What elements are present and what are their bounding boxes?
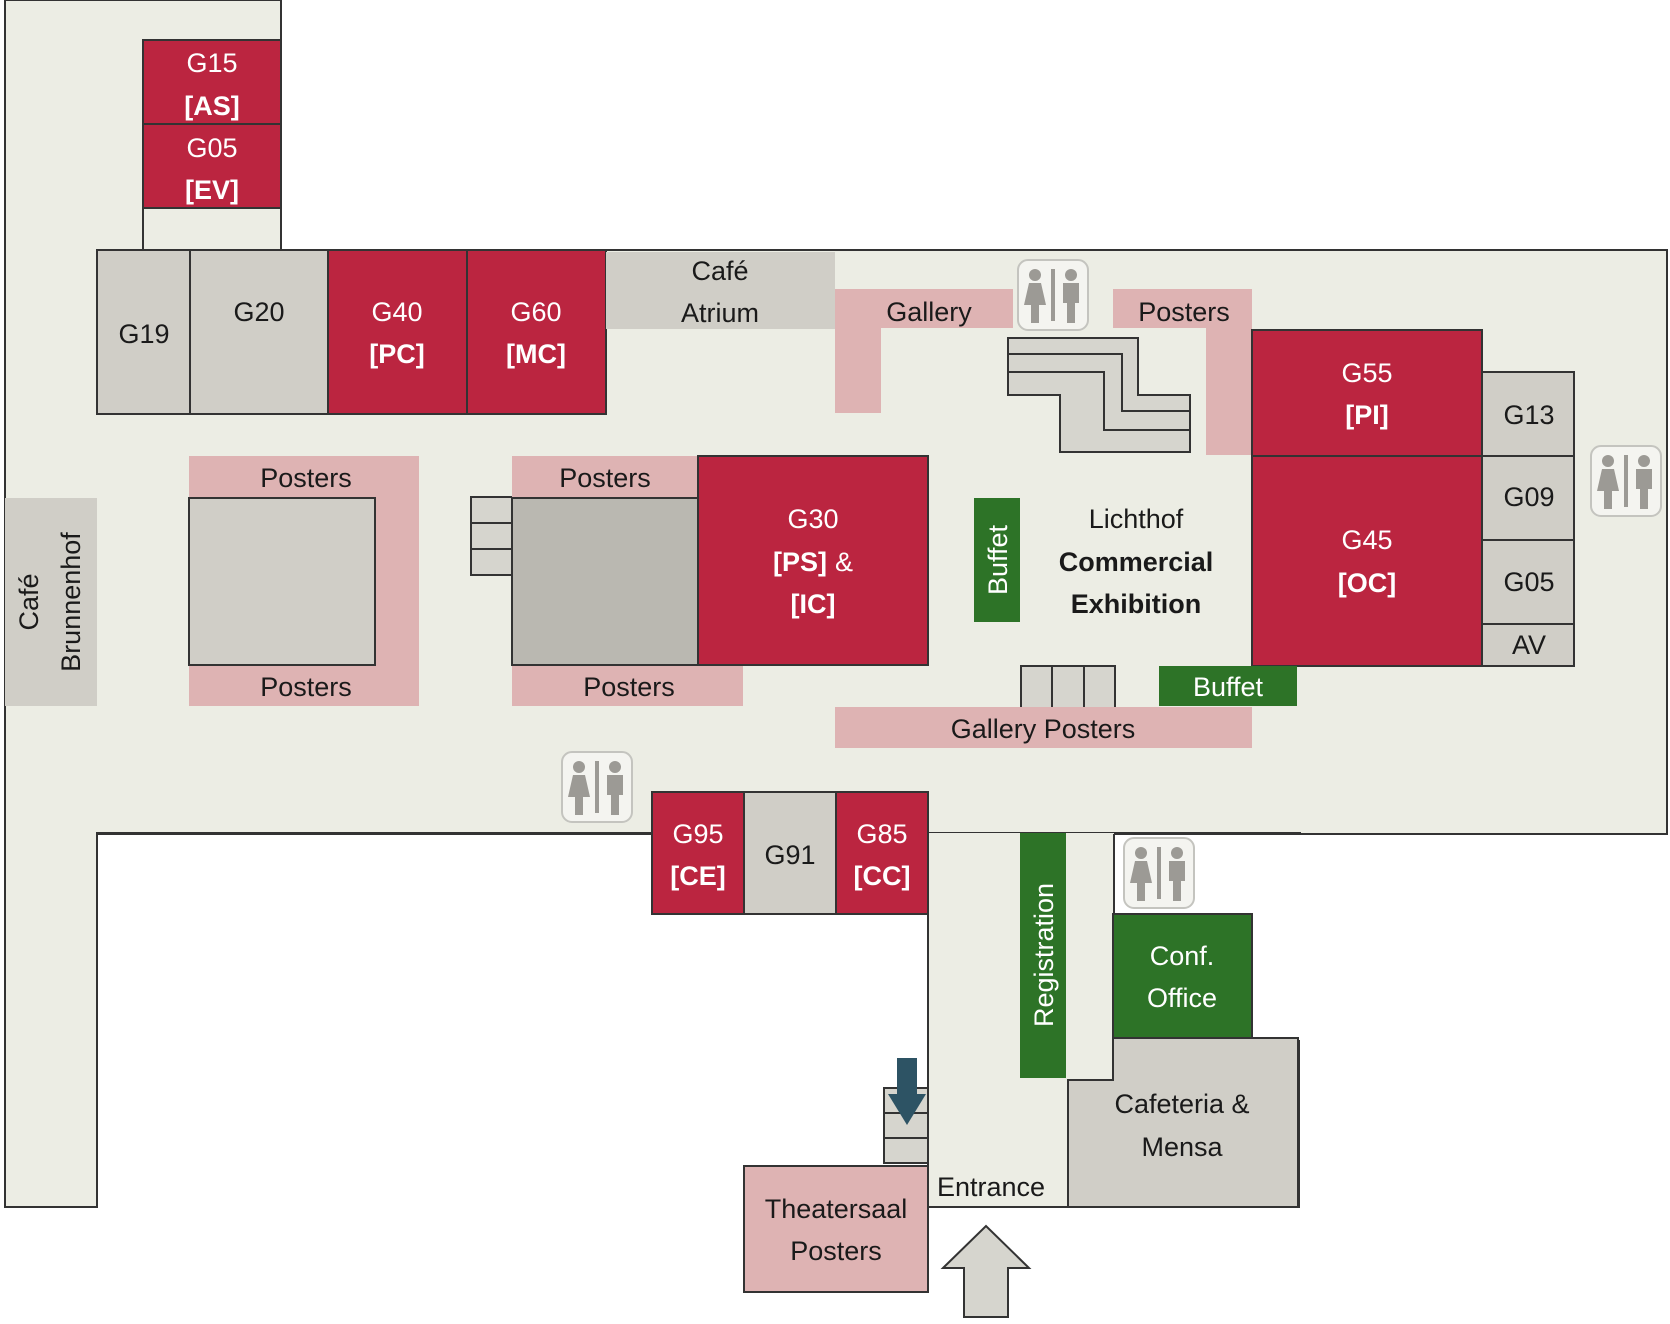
cafe-atrium-line2: Atrium bbox=[681, 298, 759, 328]
posters-block-2-bottom: Posters bbox=[583, 672, 675, 702]
room-av: AV bbox=[1481, 623, 1575, 667]
room-g55: G55 [PI] bbox=[1251, 329, 1483, 457]
room-g30-amp: & bbox=[835, 547, 853, 577]
room-g60: G60 [MC] bbox=[466, 249, 607, 415]
room-g05-top: G05 [EV] bbox=[142, 123, 282, 209]
room-g05-top-code: [EV] bbox=[185, 175, 239, 205]
posters-gallery-bottom: Gallery Posters bbox=[835, 707, 1252, 748]
room-g60-code: [MC] bbox=[506, 339, 566, 369]
room-g45-code: [OC] bbox=[1338, 568, 1396, 598]
lichthof-commercial: Commercial bbox=[1059, 547, 1214, 577]
buffet-left: Buffet bbox=[974, 498, 1020, 622]
room-g85-number: G85 bbox=[856, 819, 907, 849]
registration-label: Registration bbox=[1029, 883, 1059, 1027]
posters-block-1-bottom: Posters bbox=[260, 672, 352, 702]
room-g09: G09 bbox=[1481, 455, 1575, 541]
lichthof-commercial-exhibition: Lichthof Commercial Exhibition bbox=[1059, 504, 1214, 619]
room-g85: G85 [CC] bbox=[835, 791, 929, 915]
posters-gallery-top: Gallery bbox=[835, 289, 1013, 413]
room-g85-code: [CC] bbox=[854, 861, 911, 891]
room-g13: G13 bbox=[1481, 371, 1575, 457]
room-g40: G40 [PC] bbox=[327, 249, 468, 415]
entrance-label: Entrance bbox=[937, 1172, 1045, 1202]
stairs-top bbox=[1007, 337, 1191, 453]
room-g09-number: G09 bbox=[1503, 482, 1554, 512]
room-g40-number: G40 bbox=[371, 297, 422, 327]
room-g30-number: G30 bbox=[787, 504, 838, 534]
room-g20: G20 bbox=[189, 249, 329, 415]
cafe-atrium-line1: Café bbox=[691, 256, 748, 286]
posters-gallery-bottom-label: Gallery Posters bbox=[951, 714, 1136, 744]
room-av-number: AV bbox=[1512, 630, 1546, 660]
posters-gallery-top-label: Gallery bbox=[886, 297, 972, 327]
buffet-right: Buffet bbox=[1159, 666, 1297, 706]
restroom-icon bbox=[562, 752, 632, 822]
lichthof-title: Lichthof bbox=[1089, 504, 1184, 534]
room-g19-number: G19 bbox=[118, 319, 169, 349]
room-g05-right: G05 bbox=[1481, 539, 1575, 625]
room-g40-code: [PC] bbox=[369, 339, 425, 369]
stairs-middle bbox=[470, 496, 514, 576]
room-g95-number: G95 bbox=[672, 819, 723, 849]
posters-block-1-top: Posters bbox=[260, 463, 352, 493]
conf-office: Conf. Office bbox=[1112, 913, 1253, 1039]
room-g05-top-number: G05 bbox=[186, 133, 237, 163]
room-g15-number: G15 bbox=[186, 48, 237, 78]
theatersaal-posters: Theatersaal Posters bbox=[743, 1165, 929, 1293]
restroom-icon bbox=[1591, 446, 1661, 516]
down-arrow-icon bbox=[888, 1058, 926, 1125]
conf-office-line1: Conf. bbox=[1150, 941, 1215, 971]
room-g30: G30 [PS] & [IC] bbox=[697, 455, 929, 666]
room-g15-code: [AS] bbox=[184, 91, 240, 121]
room-g91: G91 bbox=[743, 791, 837, 915]
posters-block-2-top: Posters bbox=[559, 463, 651, 493]
cafe-brunnenhof-line1: Café bbox=[14, 573, 44, 630]
room-g05-right-number: G05 bbox=[1503, 567, 1554, 597]
restroom-icon bbox=[1124, 838, 1194, 908]
room-g91-number: G91 bbox=[764, 840, 815, 870]
conf-office-line2: Office bbox=[1147, 983, 1217, 1013]
room-g30-code1: [PS] bbox=[773, 547, 827, 577]
posters-top-right-label: Posters bbox=[1138, 297, 1230, 327]
room-g60-number: G60 bbox=[510, 297, 561, 327]
room-g19: G19 bbox=[96, 249, 191, 415]
buffet-left-label: Buffet bbox=[983, 524, 1013, 595]
room-g30-code2: [IC] bbox=[791, 589, 836, 619]
room-g95-code: [CE] bbox=[670, 861, 726, 891]
posters-block-1: Posters Posters bbox=[188, 456, 419, 706]
stairs-lower-center bbox=[1020, 665, 1116, 709]
posters-top-right: Posters bbox=[1113, 289, 1252, 455]
room-g95: G95 [CE] bbox=[651, 791, 745, 915]
room-g55-code: [PI] bbox=[1345, 400, 1389, 430]
cafeteria-line1: Cafeteria & bbox=[1114, 1089, 1249, 1119]
posters-block-2: Posters Posters bbox=[511, 456, 743, 706]
cafe-brunnenhof: Café Brunnenhof bbox=[5, 498, 97, 706]
room-g45-number: G45 bbox=[1341, 525, 1392, 555]
theatersaal-line2: Posters bbox=[790, 1236, 882, 1266]
cafeteria-mensa: Cafeteria & Mensa bbox=[1067, 1037, 1299, 1208]
lichthof-exhibition: Exhibition bbox=[1071, 589, 1202, 619]
room-g13-number: G13 bbox=[1503, 400, 1554, 430]
entrance: Entrance bbox=[937, 1172, 1045, 1202]
room-g55-number: G55 bbox=[1341, 358, 1392, 388]
registration-desk: Registration bbox=[1020, 833, 1066, 1078]
room-g20-number: G20 bbox=[233, 297, 284, 327]
room-g15: G15 [AS] bbox=[142, 39, 282, 125]
up-arrow-icon bbox=[940, 1224, 1032, 1318]
room-g45: G45 [OC] bbox=[1251, 455, 1483, 667]
cafeteria-line2: Mensa bbox=[1141, 1132, 1223, 1162]
cafe-atrium: Café Atrium bbox=[606, 252, 835, 329]
theatersaal-line1: Theatersaal bbox=[765, 1194, 908, 1224]
cafe-brunnenhof-line2: Brunnenhof bbox=[56, 532, 86, 672]
buffet-right-label: Buffet bbox=[1193, 672, 1264, 702]
restroom-icon bbox=[1018, 260, 1088, 330]
